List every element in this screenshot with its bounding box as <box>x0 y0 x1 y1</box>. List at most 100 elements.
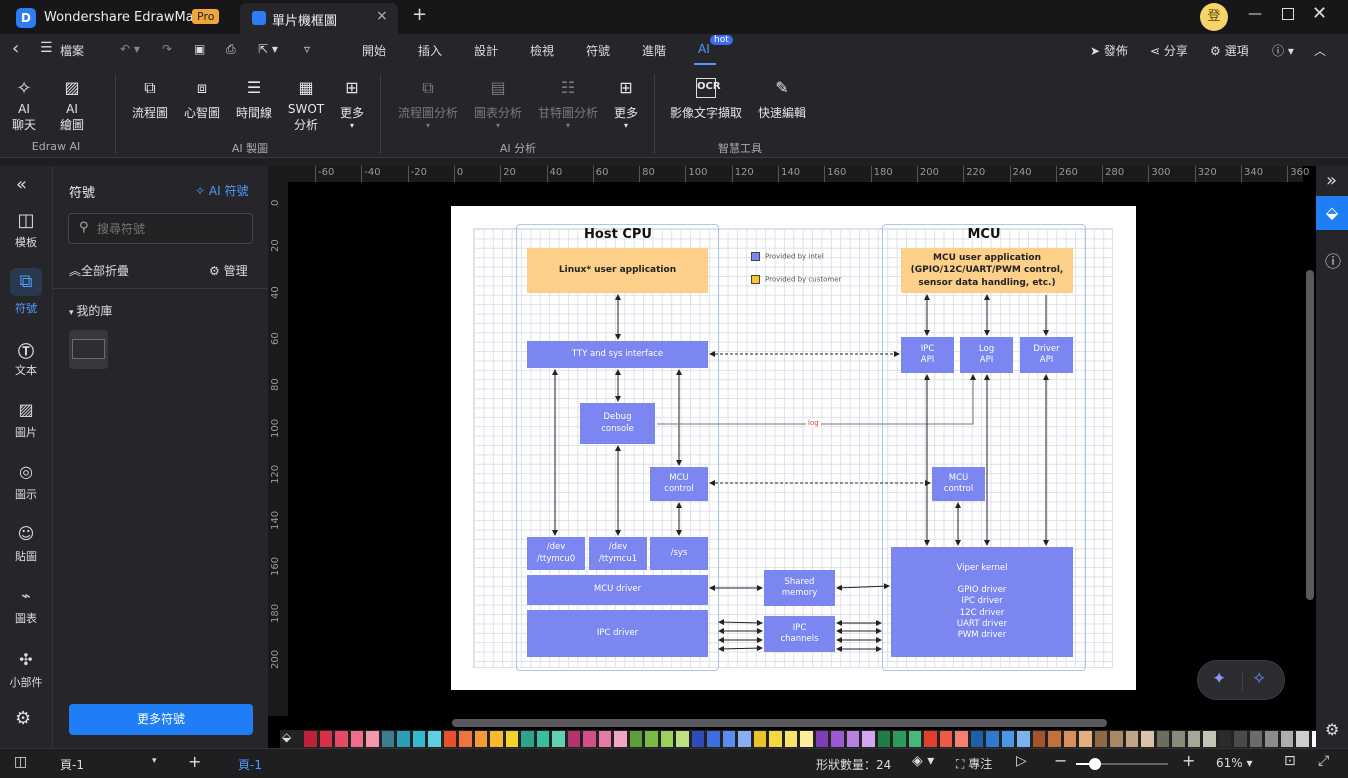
mcu-user-application[interactable]: MCU user application (GPIO/12C/UART/PWM … <box>901 248 1073 293</box>
close-tab-icon[interactable]: × <box>376 8 388 24</box>
color-swatch[interactable] <box>986 731 999 747</box>
menu-tab-view[interactable]: 檢視 <box>530 44 555 58</box>
mcu-control-mcu[interactable]: MCU control <box>932 467 985 501</box>
ai-magic-wand-icon[interactable]: ✦ <box>1212 669 1227 689</box>
color-swatch[interactable] <box>1063 731 1076 747</box>
collapse-all-button[interactable]: ︽全部折疊 <box>69 262 129 279</box>
color-swatch[interactable] <box>1048 731 1061 747</box>
ai-sparkle-icon[interactable]: ✧ <box>1252 669 1267 689</box>
color-swatch[interactable] <box>970 731 983 747</box>
color-swatch[interactable] <box>1094 731 1107 747</box>
print-icon[interactable]: ⎙ <box>226 42 236 56</box>
ai-timeline-button[interactable]: ☰時間線 <box>232 78 276 121</box>
menu-tab-design[interactable]: 設計 <box>474 44 499 58</box>
minimize-icon[interactable]: — <box>1248 6 1262 22</box>
fill-bucket-icon[interactable]: ⬙ <box>282 730 292 744</box>
help-icon[interactable]: ⓘ ▾ <box>1272 44 1294 58</box>
tty-sys-interface[interactable]: TTY and sys interface <box>527 341 708 368</box>
ai-symbol-button[interactable]: ✧ AI 符號 <box>195 182 248 199</box>
ai-chat-button[interactable]: ✧ AI 聊天 <box>6 78 42 133</box>
publish-button[interactable]: ➤ 發佈 <box>1090 42 1128 59</box>
color-swatch[interactable] <box>893 731 906 747</box>
document-tab[interactable]: 單片機框圖 × <box>240 3 398 34</box>
color-swatch[interactable] <box>319 731 332 747</box>
color-swatch[interactable] <box>1280 731 1293 747</box>
color-swatch[interactable] <box>676 731 689 747</box>
settings-icon[interactable]: ⚙ <box>15 708 32 729</box>
ipc-channels[interactable]: IPC channels <box>764 616 835 652</box>
color-swatch[interactable] <box>877 731 890 747</box>
log-api[interactable]: Log API <box>960 337 1013 373</box>
menu-tab-advanced[interactable]: 進階 <box>642 44 667 58</box>
color-swatch[interactable] <box>381 731 394 747</box>
color-swatch[interactable] <box>1172 731 1185 747</box>
manage-button[interactable]: ⚙ 管理 <box>209 262 248 279</box>
symbol-search-box[interactable]: ⚲ <box>68 213 253 244</box>
focus-button[interactable]: ⛶ 專注 <box>956 755 992 772</box>
color-swatch[interactable] <box>474 731 487 747</box>
new-tab-icon[interactable]: + <box>412 4 428 25</box>
color-swatch[interactable] <box>660 731 673 747</box>
color-swatch[interactable] <box>939 731 952 747</box>
color-swatch[interactable] <box>1079 731 1092 747</box>
rail-item-icons[interactable]: ◎圖示 <box>0 462 52 502</box>
color-swatch[interactable] <box>1032 731 1045 747</box>
color-swatch[interactable] <box>1265 731 1278 747</box>
debug-console[interactable]: Debug console <box>580 403 655 444</box>
color-swatch[interactable] <box>490 731 503 747</box>
zoom-out-icon[interactable]: − <box>1054 751 1068 770</box>
color-swatch[interactable] <box>366 731 379 747</box>
fit-page-icon[interactable]: ⊡ <box>1284 753 1296 769</box>
add-page-icon[interactable]: + <box>188 752 202 771</box>
color-swatch[interactable] <box>614 731 627 747</box>
color-swatch[interactable] <box>1218 731 1231 747</box>
avatar[interactable]: 登 <box>1200 3 1228 31</box>
settings-icon[interactable]: ⚙ <box>1325 720 1340 739</box>
color-swatch[interactable] <box>784 731 797 747</box>
menu-tab-ai[interactable]: AI <box>698 42 710 56</box>
ai-analysis-more-button[interactable]: ⊞更多▾ <box>608 78 644 130</box>
fullscreen-icon[interactable]: ⤢ <box>1318 753 1330 769</box>
save-icon[interactable]: ▣ <box>194 42 206 56</box>
library-thumbnail[interactable] <box>69 330 108 369</box>
rail-item-widgets[interactable]: ✣小部件 <box>0 650 52 690</box>
color-swatch[interactable] <box>1110 731 1123 747</box>
zoom-slider-handle[interactable] <box>1089 758 1101 770</box>
redo-icon[interactable]: ↷ <box>162 42 173 56</box>
horizontal-scrollbar[interactable] <box>452 719 1107 727</box>
color-swatch[interactable] <box>815 731 828 747</box>
color-swatch[interactable] <box>397 731 410 747</box>
color-swatch[interactable] <box>800 731 813 747</box>
color-swatch[interactable] <box>738 731 751 747</box>
help-circle-icon[interactable]: ⓘ <box>1325 252 1342 271</box>
ai-swot-button[interactable]: ▦SWOT 分析 <box>284 78 328 133</box>
vertical-scrollbar[interactable] <box>1306 270 1314 600</box>
rail-item-images[interactable]: ▨圖片 <box>0 400 52 440</box>
color-swatch[interactable] <box>955 731 968 747</box>
color-swatch[interactable] <box>443 731 456 747</box>
color-swatch[interactable] <box>567 731 580 747</box>
quick-edit-button[interactable]: ✎快速編輯 <box>754 78 810 121</box>
color-swatch[interactable] <box>505 731 518 747</box>
layers-icon[interactable]: ◈ ▾ <box>912 753 935 769</box>
page-list-icon[interactable]: ◫ <box>14 754 28 770</box>
color-swatch[interactable] <box>831 731 844 747</box>
color-swatch[interactable] <box>908 731 921 747</box>
color-swatch[interactable] <box>428 731 441 747</box>
zoom-slider[interactable] <box>1076 758 1168 770</box>
color-swatch[interactable] <box>459 731 472 747</box>
export-icon[interactable]: ⇱ ▾ <box>258 42 278 56</box>
color-swatch[interactable] <box>1125 731 1138 747</box>
viper-kernel[interactable]: Viper kernel GPIO driver IPC driver 12C … <box>891 547 1073 657</box>
color-swatch[interactable] <box>722 731 735 747</box>
search-input[interactable] <box>97 219 247 239</box>
color-swatch[interactable] <box>1187 731 1200 747</box>
ai-flowchart-button[interactable]: ⧉流程圖 <box>128 78 172 121</box>
color-swatch[interactable] <box>1249 731 1262 747</box>
close-window-icon[interactable]: ✕ <box>1312 3 1328 24</box>
file-menu[interactable]: 檔案 <box>60 44 85 58</box>
ipc-driver[interactable]: IPC driver <box>527 610 708 657</box>
rail-item-symbols[interactable]: ⧉符號 <box>0 268 52 316</box>
color-swatch[interactable] <box>1017 731 1030 747</box>
